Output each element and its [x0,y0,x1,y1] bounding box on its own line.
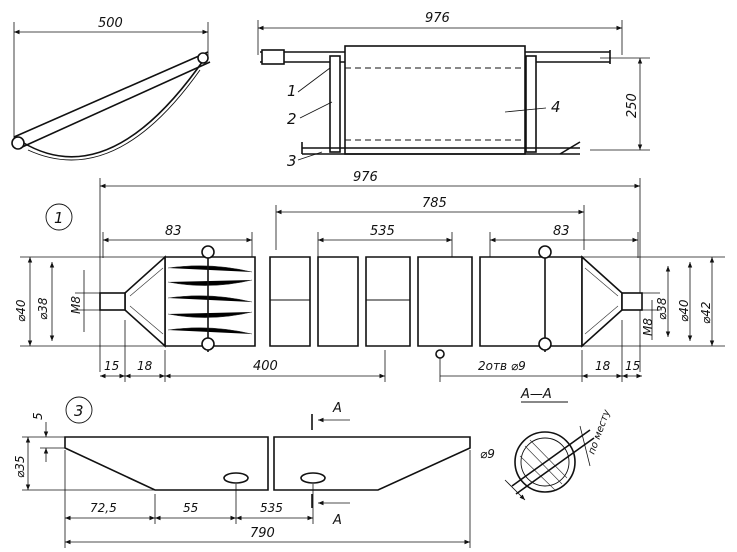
section-a-a: А—А ⌀9 по месту [480,387,613,501]
callout-2: 2 [287,110,297,128]
dim-d38-left: ⌀38 [36,297,50,320]
section-mark-top: А [332,401,342,416]
dim-runner-72-5: 72,5 [90,501,117,515]
assembly-view-1: 1 976 785 83 535 83 [14,170,725,382]
dim-bottom-18-right: 18 [595,359,611,373]
dim-d40-right: ⌀40 [677,299,691,322]
dim-plan-height: 250 [625,93,640,118]
dim-left-83: 83 [165,224,182,239]
view-label-circle-3 [65,396,93,424]
callout-4: 4 [551,98,561,116]
by-place-note: по месту [586,407,613,456]
dim-section-d9: ⌀9 [480,447,495,461]
dim-bottom-400: 400 [253,359,278,374]
dim-runner-5: 5 [31,412,45,420]
dim-m8-right: M8 [641,318,655,336]
callout-3: 3 [287,152,297,170]
callout-1: 1 [287,82,297,100]
side-view-arc: 500 [11,16,211,161]
dim-runner-55: 55 [183,501,198,515]
dim-runner-535: 535 [260,501,283,515]
dim-bottom-15-right: 15 [625,359,640,373]
dim-d38-right: ⌀38 [655,297,669,320]
dim-side-width: 500 [98,16,123,31]
runner-view-3: 3 А А ⌀35 5 72,5 55 535 790 [13,396,471,548]
dim-right-83: 83 [553,224,570,239]
view-label-1: 1 [54,209,64,227]
dim-bottom-18-left: 18 [137,359,153,373]
section-mark-bottom: А [332,513,342,528]
dim-bottom-15-left: 15 [104,359,119,373]
view-label-circle [45,203,73,231]
dim-assembly-976: 976 [353,170,378,185]
dim-plan-length: 976 [425,11,450,26]
dim-runner-d35: ⌀35 [13,456,27,479]
plan-view: 976 250 1 2 3 4 [257,11,650,170]
dim-535: 535 [370,224,395,239]
dim-runner-790: 790 [250,526,275,541]
view-label-3: 3 [74,402,84,420]
dim-d42-right: ⌀42 [699,302,713,325]
wood-grain [167,265,253,335]
dim-holes: 2отв ⌀9 [478,359,526,373]
section-title: А—А [520,387,552,402]
dim-d40-left: ⌀40 [14,299,28,322]
dim-m8-left: M8 [69,296,83,314]
dim-assembly-785: 785 [422,196,447,211]
